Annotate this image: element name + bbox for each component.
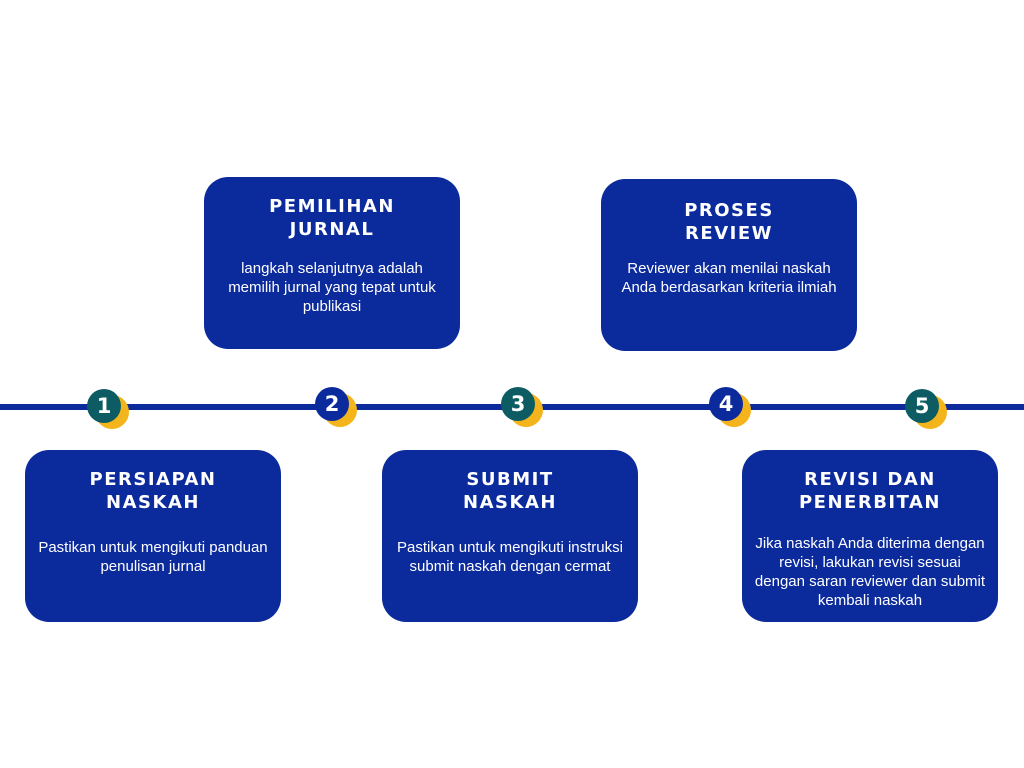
step-number: 2 (315, 387, 349, 421)
step-number: 4 (709, 387, 743, 421)
step-title: PERSIAPAN NASKAH (89, 469, 217, 513)
step-title: PEMILIHAN JURNAL (269, 196, 395, 240)
step-title: REVISI DAN PENERBITAN (798, 469, 941, 513)
step-description: Pastikan untuk mengikuti panduan penulis… (38, 539, 268, 575)
step-number: 1 (87, 389, 121, 423)
step-marker-3: 3 (501, 387, 545, 431)
step-marker-5: 5 (905, 389, 949, 433)
step-card-5: REVISI DAN PENERBITAN Jika naskah Anda d… (742, 450, 998, 622)
step-card-4: PROSES REVIEW Reviewer akan menilai nask… (601, 179, 857, 351)
step-description: Pastikan untuk mengikuti instruksi submi… (397, 539, 623, 575)
step-marker-2: 2 (315, 387, 359, 431)
step-marker-4: 4 (709, 387, 753, 431)
step-number: 3 (501, 387, 535, 421)
step-number: 5 (905, 389, 939, 423)
step-title: SUBMIT NASKAH (463, 469, 557, 513)
step-description: Reviewer akan menilai naskah Anda berdas… (621, 260, 837, 296)
step-title: PROSES REVIEW (684, 200, 774, 244)
step-card-3: SUBMIT NASKAH Pastikan untuk mengikuti i… (382, 450, 638, 622)
step-marker-1: 1 (87, 389, 131, 433)
step-description: Jika naskah Anda diterima dengan revisi,… (754, 535, 986, 609)
step-description: langkah selanjutnya adalah memilih jurna… (228, 260, 436, 315)
step-card-1: PERSIAPAN NASKAH Pastikan untuk mengikut… (25, 450, 281, 622)
step-card-2: PEMILIHAN JURNAL langkah selanjutnya ada… (204, 177, 460, 349)
